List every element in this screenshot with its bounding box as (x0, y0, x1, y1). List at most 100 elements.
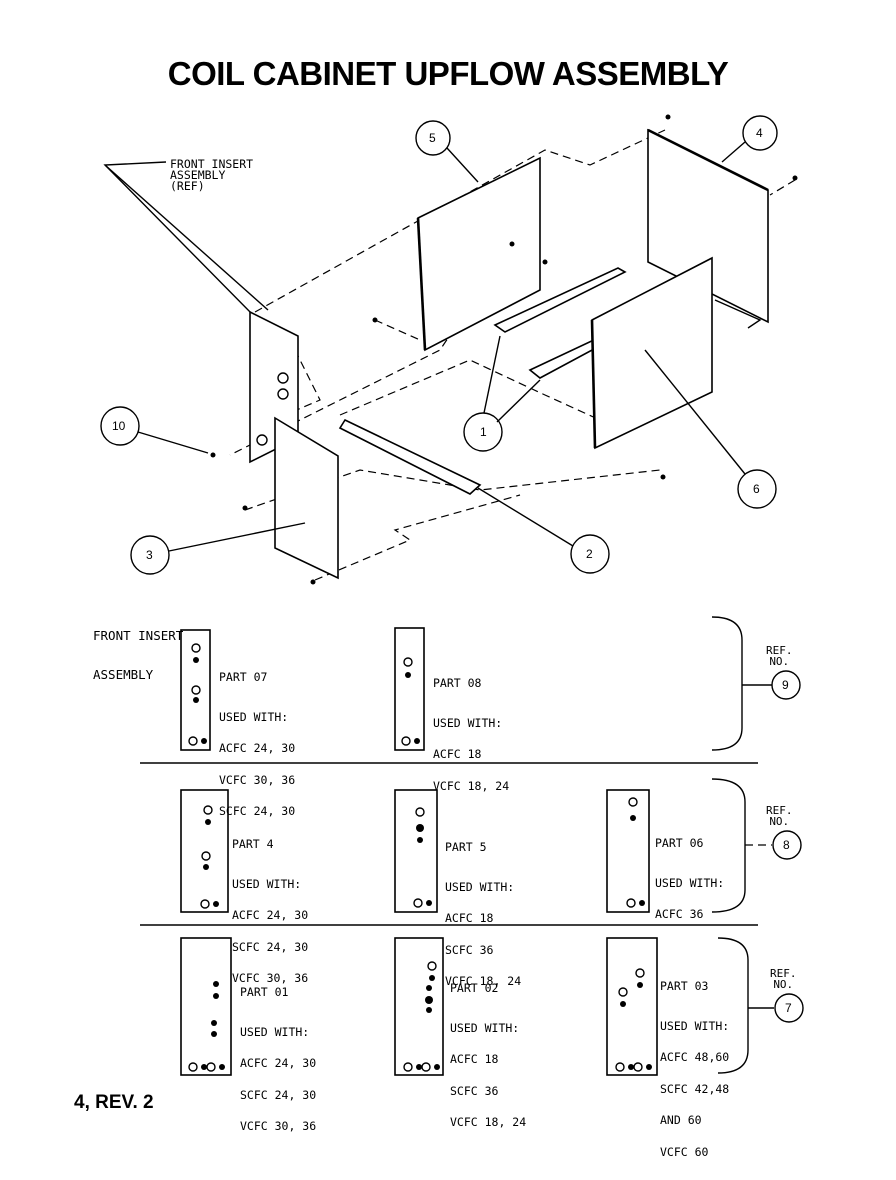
model-line: VCFC 30, 36 (219, 772, 296, 787)
used-with-label: USED WITH: (219, 709, 289, 724)
svg-text:6: 6 (753, 482, 760, 496)
model-line: VCFC 30, 36 (232, 971, 309, 985)
model-line: VCFC 18, 24 (450, 1115, 527, 1129)
dashed-outline-top (254, 129, 666, 313)
part-label: PART 5 (445, 840, 487, 854)
insert-plate-03 (606, 937, 658, 1076)
ref-circle-7 (774, 993, 804, 1023)
part-block-02: PART 02 USED WITH: ACFC 18 SCFC 36 VCFC … (450, 962, 526, 1149)
screw (372, 317, 378, 323)
svg-text:4: 4 (756, 126, 763, 140)
model-line: ACFC 18 (433, 747, 482, 761)
front-insert-ref-line3: (REF) (170, 179, 205, 193)
part-block-03: PART 03 USED WITH: ACFC 48,60 SCFC 42,48… (660, 960, 729, 1178)
model-line: SCFC 36 (445, 942, 494, 957)
model-line: AND 60 (660, 1113, 702, 1127)
screw (665, 114, 671, 120)
insert-plate-4 (180, 789, 229, 913)
insert-plate-07 (180, 629, 211, 751)
svg-text:2: 2 (586, 547, 593, 561)
callout-6: 6 (644, 349, 777, 509)
used-with-label: USED WITH: (445, 879, 515, 894)
svg-text:8: 8 (783, 838, 790, 852)
dashed-outline-base (314, 494, 521, 581)
insert-plate-5 (394, 789, 438, 913)
part-block-4: PART 4 USED WITH: ACFC 24, 30 SCFC 24, 3… (232, 818, 308, 1005)
panel-part-3 (274, 416, 339, 580)
page-title: COIL CABINET UPFLOW ASSEMBLY (167, 55, 729, 92)
bracket-row-1 (711, 616, 743, 751)
used-with-label: USED WITH: (240, 1024, 310, 1039)
model-line: ACFC 24, 30 (240, 1056, 317, 1070)
hole-3 (256, 434, 268, 446)
model-line: ACFC 18 (445, 911, 494, 925)
callout-5: 5 (415, 120, 479, 183)
plate-symbols (188, 643, 652, 1072)
insert-plate-06 (606, 789, 650, 913)
used-with-label: USED WITH: (450, 1020, 520, 1035)
callout-10: 10 (100, 406, 209, 454)
insert-plate-01 (180, 937, 232, 1076)
page-footer: 4, REV. 2 (74, 1092, 154, 1113)
bracket-row-3 (717, 937, 749, 1074)
assembly-drawing: FRONT INSERT ASSEMBLY (REF) (100, 114, 804, 1076)
model-line: ACFC 36 (655, 907, 704, 921)
panel-part-6-flange (590, 319, 597, 449)
svg-text:7: 7 (785, 1001, 792, 1015)
part-label: PART 03 (660, 979, 709, 993)
svg-text:10: 10 (112, 419, 126, 433)
hole-2 (277, 388, 289, 400)
callout-2: 2 (477, 487, 610, 574)
dashed-screw-right (769, 179, 796, 196)
svg-text:5: 5 (429, 131, 436, 145)
screw (242, 505, 248, 511)
insert-plate-02 (394, 937, 444, 1076)
ref-label-row-1: REF.NO. (766, 644, 793, 668)
screw (210, 452, 216, 458)
callout-4: 4 (721, 115, 778, 163)
dashed-outline-bottom (244, 469, 661, 511)
callout-3: 3 (130, 522, 306, 575)
front-insert-heading-line1: FRONT INSERT (93, 628, 184, 643)
used-with-label: USED WITH: (232, 876, 302, 891)
panel-part-4-edge (647, 128, 769, 192)
insert-plate-08 (394, 627, 425, 751)
screw (542, 259, 548, 265)
front-insert-ref-line1: FRONT INSERT (170, 157, 253, 171)
part-label: PART 08 (433, 676, 482, 690)
screw (310, 579, 316, 585)
model-line: VCFC 18, 24 (445, 974, 522, 988)
used-with-label: USED WITH: (660, 1018, 730, 1033)
part-label: PART 4 (232, 837, 274, 851)
diagram-page: COIL CABINET UPFLOW ASSEMBLY FRONT INSER… (74, 55, 804, 1157)
ref-label-row-2: REF.NO. (766, 804, 793, 828)
model-line: ACFC 24, 30 (232, 908, 309, 922)
panel-part-6 (591, 256, 713, 450)
part-label: PART 07 (219, 670, 268, 684)
dashed-outline-lower (339, 359, 601, 421)
part-block-08: PART 08 USED WITH: ACFC 18 VCFC 18, 24 (433, 657, 509, 812)
panel-part-4-foot (714, 299, 762, 329)
front-insert-leader-2 (104, 164, 269, 311)
dashed-screw-left (374, 319, 421, 341)
front-insert-heading: FRONT INSERT ASSEMBLY (93, 603, 183, 707)
bracket-row-2 (711, 778, 746, 913)
part-block-5: PART 5 USED WITH: ACFC 18 SCFC 36 VCFC 1… (445, 821, 521, 1008)
front-insert-ref-line2: ASSEMBLY (170, 168, 225, 182)
ref-circle-8 (772, 830, 802, 860)
screw (660, 474, 666, 480)
svg-text:9: 9 (782, 678, 789, 692)
screw (509, 241, 515, 247)
ref-label-row-3: REF.NO. (770, 967, 797, 991)
ref-circle-9 (771, 670, 801, 700)
svg-text:3: 3 (146, 548, 153, 562)
hole-1 (277, 372, 289, 384)
model-line: ACFC 24, 30 (219, 741, 296, 755)
used-with-label: USED WITH: (655, 875, 725, 890)
model-line: SCFC 24, 30 (232, 939, 309, 954)
model-line: SCFC 42,48 (660, 1081, 730, 1096)
model-line: VCFC 18, 24 (433, 778, 510, 793)
panel-part-5-flange (416, 217, 427, 351)
model-line: SCFC 36 (450, 1083, 499, 1098)
part-block-01: PART 01 USED WITH: ACFC 24, 30 SCFC 24, … (240, 966, 316, 1153)
